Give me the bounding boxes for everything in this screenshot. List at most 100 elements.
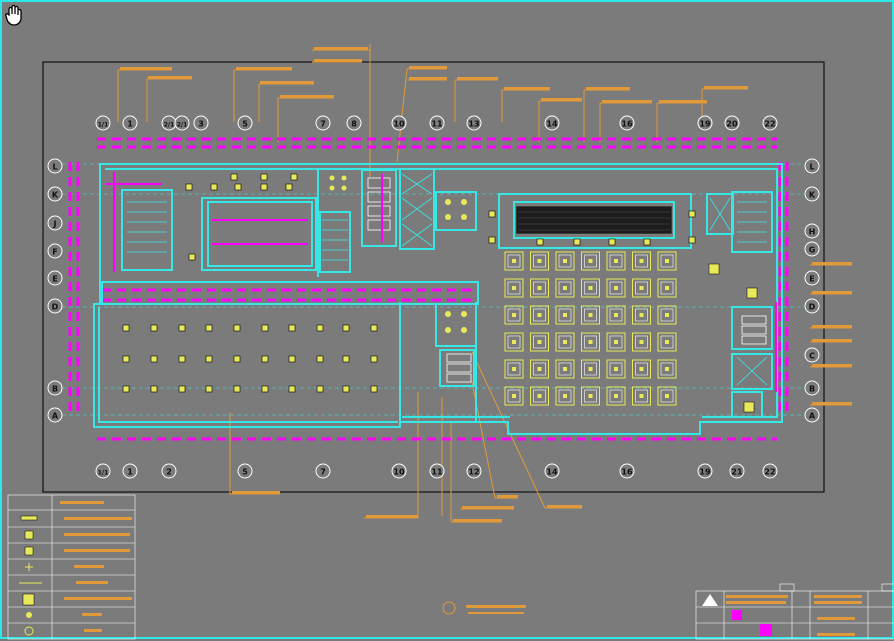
ceiling-panel — [555, 359, 575, 379]
ceiling-panel — [606, 359, 626, 379]
downlight — [205, 324, 213, 332]
downlight — [288, 324, 296, 332]
grid-axis-label: L — [809, 163, 814, 172]
firm-logo — [702, 594, 718, 606]
downlight — [261, 385, 269, 393]
downlight — [573, 238, 581, 246]
downlight — [370, 324, 378, 332]
grid-bubble-top: 8 — [346, 115, 362, 131]
grid-axis-label: 5 — [242, 120, 248, 129]
grid-bubble-top: 3 — [193, 115, 209, 131]
grid-axis-label: G — [809, 246, 816, 255]
grid-bubble-bottom: 14 — [544, 463, 560, 479]
ceiling-panel — [632, 278, 651, 298]
grid-bubble-bottom: 1 — [122, 463, 138, 479]
ceiling-panel — [606, 278, 626, 298]
ceiling-panel — [657, 332, 677, 352]
downlight — [122, 355, 130, 363]
hand-pan-icon[interactable] — [2, 2, 28, 28]
grid-axis-label: 19 — [699, 468, 711, 477]
downlight — [150, 355, 158, 363]
downlight — [185, 183, 193, 191]
stage-area — [515, 205, 673, 235]
grid-axis-label: 10 — [393, 120, 405, 129]
downlight — [122, 385, 130, 393]
grid-axis-label: C — [809, 352, 815, 361]
grid-bubble-bottom: 11 — [429, 463, 445, 479]
grid-axis-label: 10 — [393, 468, 405, 477]
grid-bubble-right: C — [804, 347, 820, 363]
building-walls — [93, 163, 783, 435]
grid-axis-label: 5 — [242, 468, 248, 477]
downlight — [234, 183, 242, 191]
grid-bubble-bottom: 10 — [391, 463, 407, 479]
grid-bubble-top: 14 — [544, 115, 560, 131]
downlight — [188, 253, 196, 261]
grid-bubble-right: L — [804, 158, 820, 174]
grid-axis-label: 1/1 — [98, 122, 109, 129]
downlight — [342, 324, 350, 332]
downlight — [285, 183, 293, 191]
grid-axis-label: J — [53, 220, 57, 229]
grid-bubble-top: 10 — [391, 115, 407, 131]
grid-axis-label: 2 — [166, 468, 172, 477]
grid-axis-label: E — [809, 275, 814, 284]
ceiling-panel — [530, 386, 549, 406]
downlight — [150, 324, 158, 332]
ceiling-panel — [530, 359, 549, 379]
grid-axis-label: 13 — [468, 120, 479, 129]
ceiling-panel — [746, 287, 758, 299]
downlight — [260, 173, 268, 181]
grid-bubble-right: E — [804, 270, 820, 286]
downlight — [233, 324, 241, 332]
grid-axis-label: 11 — [431, 120, 443, 129]
legend-symbols — [19, 515, 42, 636]
ceiling-panel — [530, 305, 549, 325]
ceiling-panel — [632, 305, 651, 325]
grid-bubble-top: 1/1 — [95, 115, 111, 131]
downlight — [370, 355, 378, 363]
downlight — [205, 385, 213, 393]
drawing-frame — [42, 61, 825, 493]
grid-bubble-right: B — [804, 380, 820, 396]
grid-axis-label: A — [809, 412, 816, 421]
grid-axis-label: B — [809, 385, 815, 394]
ceiling-panel — [555, 332, 575, 352]
ceiling-panel — [657, 251, 677, 271]
grid-bubble-left: A — [47, 407, 63, 423]
downlight — [488, 210, 496, 218]
grid-axis-label: 16 — [621, 120, 633, 129]
downlight — [290, 173, 298, 181]
ceiling-panel — [504, 278, 524, 298]
grid-bubble-top: 2/1 — [174, 115, 190, 131]
downlight — [230, 173, 238, 181]
ceiling-panel — [530, 251, 549, 271]
grid-axis-label: D — [52, 303, 59, 312]
grid-axis-label: B — [52, 385, 58, 394]
ceiling-panel — [657, 305, 677, 325]
ceiling-panel — [530, 332, 549, 352]
downlight — [205, 355, 213, 363]
ceiling-panel — [530, 278, 549, 298]
chandelier-fixtures — [329, 175, 467, 333]
downlight — [342, 385, 350, 393]
callout-text-bars — [120, 47, 852, 522]
grid-axis-label: 7 — [320, 120, 326, 129]
grid-axis-label: 11 — [431, 468, 443, 477]
downlight — [316, 355, 324, 363]
ceiling-panel — [504, 332, 524, 352]
grid-axis-label: 8 — [351, 120, 357, 129]
downlight — [316, 324, 324, 332]
grid-axis-label: 1/1 — [98, 470, 109, 477]
ceiling-panel — [606, 305, 626, 325]
ceiling-panel — [632, 359, 651, 379]
grid-bubble-left: J — [47, 215, 63, 231]
grid-axis-label: 7 — [320, 468, 326, 477]
downlight — [643, 238, 651, 246]
grid-bubble-left: E — [47, 270, 63, 286]
downlight — [316, 385, 324, 393]
ceiling-panel — [555, 305, 575, 325]
